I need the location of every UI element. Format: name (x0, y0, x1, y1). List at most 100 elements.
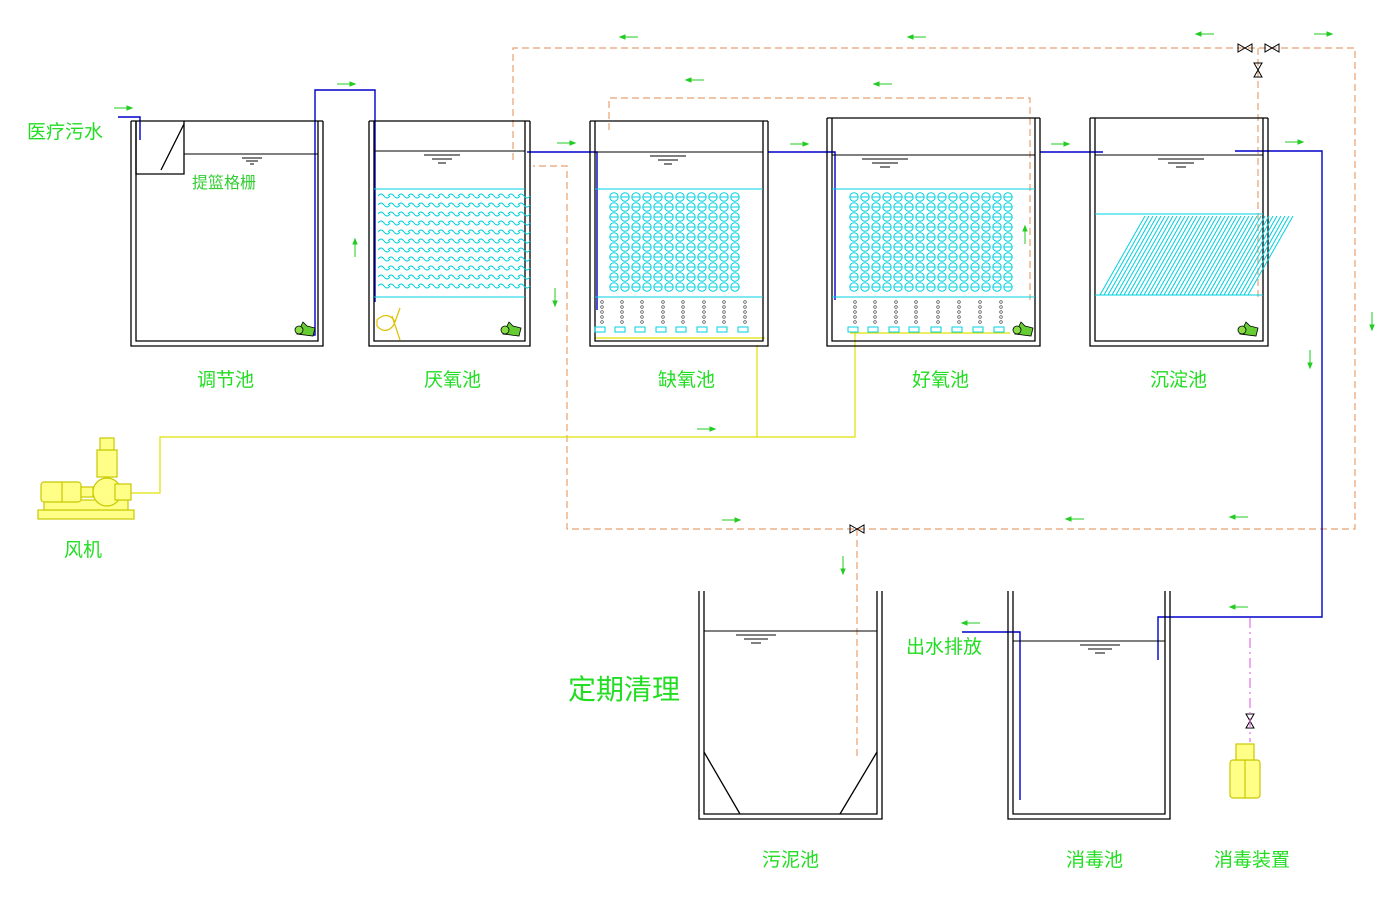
media-ring (915, 192, 925, 202)
media-ring (653, 222, 663, 232)
media-ring (882, 242, 892, 252)
settler-tube (1127, 215, 1174, 296)
media-tuft (487, 238, 501, 244)
air-bubble (894, 310, 898, 314)
media-ring (871, 262, 881, 272)
media-tuft (457, 220, 471, 226)
media-ring (620, 192, 630, 202)
media-tuft (487, 265, 501, 271)
media-tuft (417, 256, 431, 262)
media-tuft (427, 274, 441, 280)
media-ring (642, 192, 652, 202)
media-tuft (407, 256, 421, 262)
media-tuft (447, 211, 461, 217)
air-bubble (743, 300, 747, 304)
air-bubble (661, 310, 665, 314)
media-ring (981, 262, 991, 272)
media-ring (970, 252, 980, 262)
water-level (184, 150, 1263, 654)
media-tuft (397, 193, 411, 199)
media-tuft (487, 202, 501, 208)
media-ring (904, 212, 914, 222)
media-tuft (467, 211, 481, 217)
media-tuft (477, 202, 491, 208)
media-ring (1003, 202, 1013, 212)
media-ring (675, 222, 685, 232)
water-pipe (118, 89, 1323, 800)
media-ring (882, 212, 892, 222)
media-ring (959, 232, 969, 242)
media-ring (719, 252, 729, 262)
media-ring (937, 242, 947, 252)
flow-arrow-icon (114, 31, 1375, 626)
disinfection-tank-label: 消毒池 (1066, 849, 1124, 871)
media-ring (609, 282, 619, 292)
media-ring (871, 212, 881, 222)
media-tuft (447, 202, 461, 208)
media-ring (697, 252, 707, 262)
air-bubble (873, 305, 877, 309)
media-tuft (507, 202, 521, 208)
media-tuft (427, 193, 441, 199)
air-bubble (681, 305, 685, 309)
media-tuft (497, 211, 511, 217)
media-ring (653, 192, 663, 202)
media-tuft (467, 265, 481, 271)
media-tuft (417, 283, 431, 289)
media-ring (664, 232, 674, 242)
media-ring (631, 262, 641, 272)
media-ring (948, 202, 958, 212)
media-ring (653, 202, 663, 212)
settler-tube (1207, 215, 1254, 296)
media-ring (631, 232, 641, 242)
media-ring (981, 232, 991, 242)
media-ring (730, 282, 740, 292)
media-tuft (377, 274, 391, 280)
media-ring (948, 212, 958, 222)
media-ring (708, 242, 718, 252)
settler-tube (1139, 215, 1186, 296)
settler-tube (1183, 215, 1230, 296)
media-ring (664, 202, 674, 212)
media-ring (992, 202, 1002, 212)
settler-tube (1123, 215, 1170, 296)
media-ring (642, 212, 652, 222)
media-tuft (397, 283, 411, 289)
media-ring (992, 192, 1002, 202)
media-ring (730, 222, 740, 232)
media-ring (609, 202, 619, 212)
media-ring (882, 222, 892, 232)
media-ring (948, 252, 958, 262)
media-tuft (457, 193, 471, 199)
media-ring (697, 222, 707, 232)
air-bubble (873, 320, 877, 324)
settler-tube (1151, 215, 1198, 296)
media-tuft (397, 256, 411, 262)
media-ring (609, 232, 619, 242)
media-ring (893, 252, 903, 262)
air-bubble (914, 310, 918, 314)
media-tuft (387, 238, 401, 244)
media-tuft (417, 274, 431, 280)
media-ring (686, 282, 696, 292)
media-ring (893, 202, 903, 212)
media-ring (981, 272, 991, 282)
air-bubble (702, 305, 706, 309)
diffuser (594, 326, 606, 333)
diffuser (972, 326, 984, 333)
media-tuft (467, 256, 481, 262)
media-ring (708, 222, 718, 232)
media-tuft (417, 211, 431, 217)
media-ring (992, 272, 1002, 282)
media-tuft (387, 229, 401, 235)
media-ring (981, 212, 991, 222)
media-tuft (477, 238, 491, 244)
media-ring (981, 192, 991, 202)
media-tuft (467, 238, 481, 244)
air-bubble (894, 305, 898, 309)
air-bubble (600, 320, 604, 324)
settler-tube (1163, 215, 1210, 296)
media-ring (992, 212, 1002, 222)
media-ring (1003, 252, 1013, 262)
air-bubble (957, 305, 961, 309)
